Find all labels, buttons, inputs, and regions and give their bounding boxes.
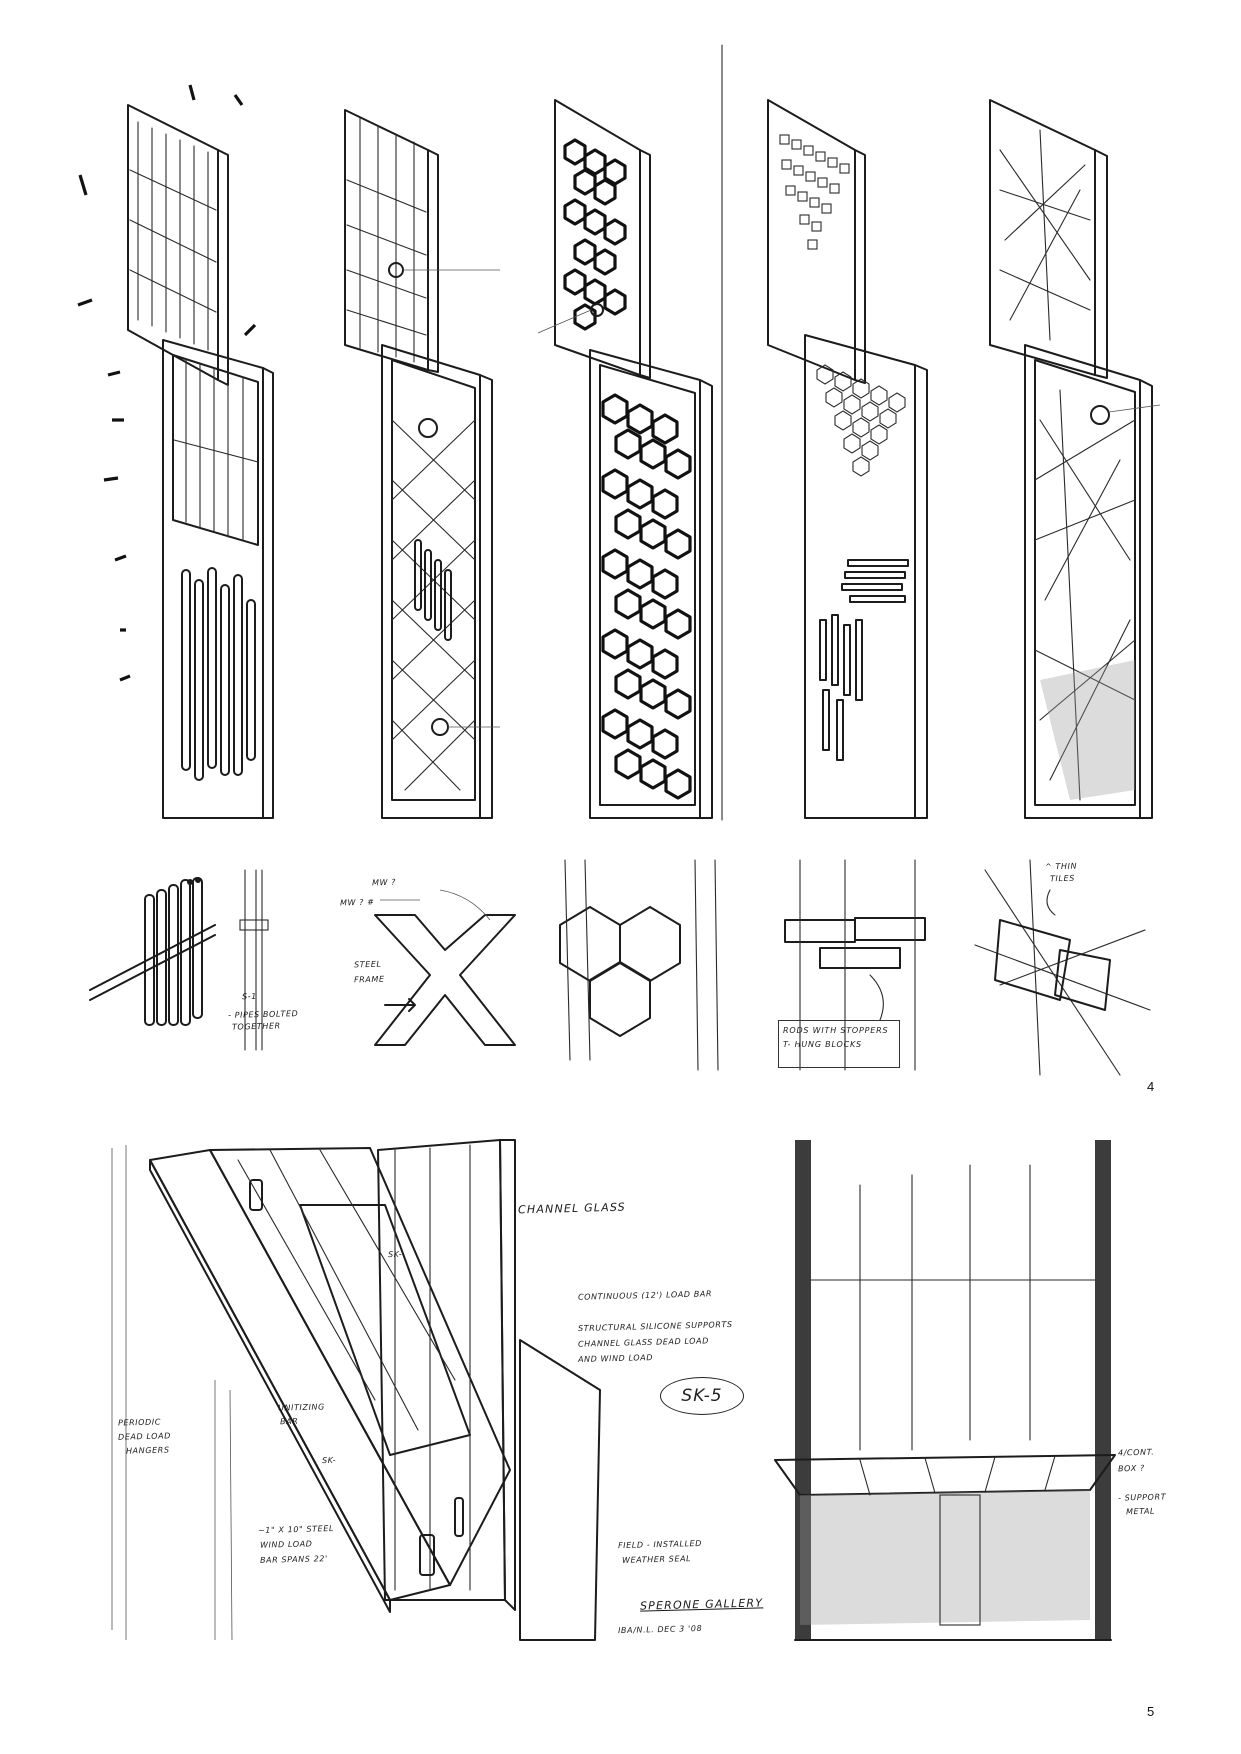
facade-study-tiles [767,99,928,819]
detail-pipes [89,869,269,1051]
facade-study-diamond [344,109,500,819]
page-number: 4 [1147,1079,1155,1094]
note-sk-b: SK- [321,1455,337,1466]
note-bar: BAR [279,1416,299,1427]
note-pipes-bolted: - PIPES BOLTED [227,1009,299,1020]
note-box-line-1: RODS WITH STOPPERS [783,1026,889,1035]
note-thin: ^ THIN [1044,861,1078,872]
note-box-rods: RODS WITH STOPPERS T- HUNG BLOCKS [778,1020,900,1068]
note-unitizing: UNITIZING [277,1402,325,1413]
note-box: BOX ? [1117,1463,1145,1474]
note-frame: FRAME [353,974,385,985]
page-number: 5 [1147,1704,1155,1719]
note-box-line-2: T- HUNG BLOCKS [783,1040,862,1049]
note-mw-top: MW ? [371,877,397,888]
detail-thin-tiles [974,859,1151,1076]
facade-study-rods [77,84,274,819]
note-mw-side: MW ? # [339,897,375,908]
note-sk-a: SK- [387,1249,403,1260]
note-dead-load: DEAD LOAD [117,1431,172,1442]
detail-steel-frame [374,889,516,1046]
note-periodic: PERIODIC [117,1417,162,1428]
perspective-canopy-view [774,1140,1116,1641]
note-wind-2: WIND LOAD [259,1539,313,1550]
note-cont: 4/CONT. [1117,1447,1155,1458]
facade-study-honeycomb [537,99,713,819]
note-together: TOGETHER [231,1021,281,1032]
note-metal: METAL [1125,1506,1156,1517]
detail-honeycomb-cluster [559,859,719,1071]
section-detail-sk5 [111,1139,601,1641]
note-wind-3: BAR SPANS 22' [259,1554,328,1565]
note-hangers: HANGERS [125,1445,170,1456]
facade-study-shards [989,99,1161,819]
detail-hung-blocks [784,859,926,1071]
note-s1: S-1 [241,991,257,1002]
note-tiles: TILES [1049,873,1075,884]
note-field-2: WEATHER SEAL [621,1554,692,1565]
note-support: - SUPPORT [1117,1492,1167,1503]
section-tag: SK-5 [660,1377,744,1415]
note-steel: STEEL [353,959,382,970]
